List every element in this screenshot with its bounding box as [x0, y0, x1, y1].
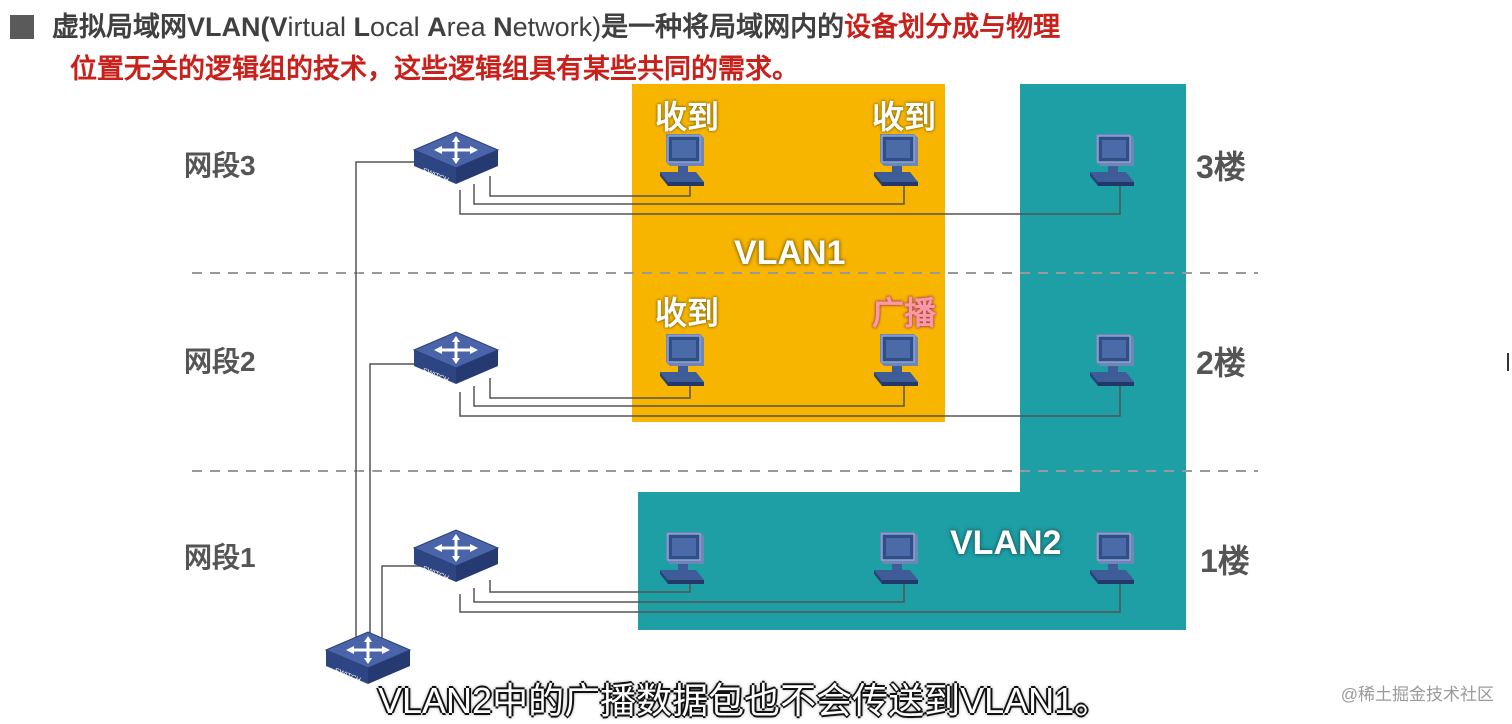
title-l: L [353, 12, 371, 42]
floor-label-1: 1楼 [1200, 543, 1250, 579]
pc-f2-2-icon [873, 333, 919, 387]
pc-f2-3-icon [1089, 333, 1135, 387]
floor-label-3: 3楼 [1196, 149, 1246, 185]
floor-label-2: 2楼 [1196, 345, 1246, 381]
segment-label-2: 网段2 [184, 346, 256, 377]
switch-seg1-icon [412, 528, 500, 584]
received-label-f3-left: 收到 [655, 99, 720, 135]
pc-f2-1-icon [659, 333, 705, 387]
title-v: V [269, 12, 288, 42]
pc-f1-3-icon [1089, 531, 1135, 585]
vlan2-region [638, 84, 1186, 630]
slide-title: 虚拟局域网VLAN(Virtual Local Area Network)是一种… [10, 6, 1310, 90]
pc-f1-2-icon [873, 531, 919, 585]
pc-f3-1-icon [659, 133, 705, 187]
title-etwork: etwork) [512, 12, 602, 42]
edge-marker [1507, 353, 1509, 371]
segment-label-3: 网段3 [184, 150, 256, 181]
pc-f3-3-icon [1089, 133, 1135, 187]
title-line2: 位置无关的逻辑组的技术，这些逻辑组具有某些共同的需求。 [70, 54, 799, 84]
received-label-f3-right: 收到 [872, 99, 937, 135]
subtitle-caption: VLAN2中的广播数据包也不会传送到VLAN1。 [378, 680, 1111, 721]
watermark: @稀土掘金技术社区 [1340, 685, 1494, 704]
cable-f3-pc1 [489, 176, 691, 197]
cable-core-seg3 [355, 161, 430, 650]
cable-core-seg1 [381, 565, 430, 650]
title-text-part2: 是一种将局域网内的 [601, 12, 845, 42]
switch-seg3-icon [412, 130, 500, 186]
cable-core-seg2 [369, 363, 430, 650]
received-label-f2-left: 收到 [655, 295, 720, 331]
title-red-part1: 设备划分成与物理 [844, 12, 1061, 42]
switch-seg2-icon [412, 330, 500, 386]
vlan2-label: VLAN2 [950, 524, 1062, 562]
broadcast-label-f2: 广播 [872, 295, 937, 331]
segment-label-1: 网段1 [184, 542, 256, 573]
title-ocal: ocal [370, 12, 428, 42]
title-n: N [493, 12, 513, 42]
pc-f3-2-icon [873, 133, 919, 187]
title-irtual: irtual [287, 12, 354, 42]
title-rea: rea [446, 12, 494, 42]
title-vlan: VLAN( [187, 12, 270, 42]
bullet-square-icon [10, 15, 34, 39]
vlan1-label: VLAN1 [734, 234, 846, 272]
title-text-part1: 虚拟局域网 [52, 12, 187, 42]
pc-f1-1-icon [659, 531, 705, 585]
title-a: A [427, 12, 447, 42]
